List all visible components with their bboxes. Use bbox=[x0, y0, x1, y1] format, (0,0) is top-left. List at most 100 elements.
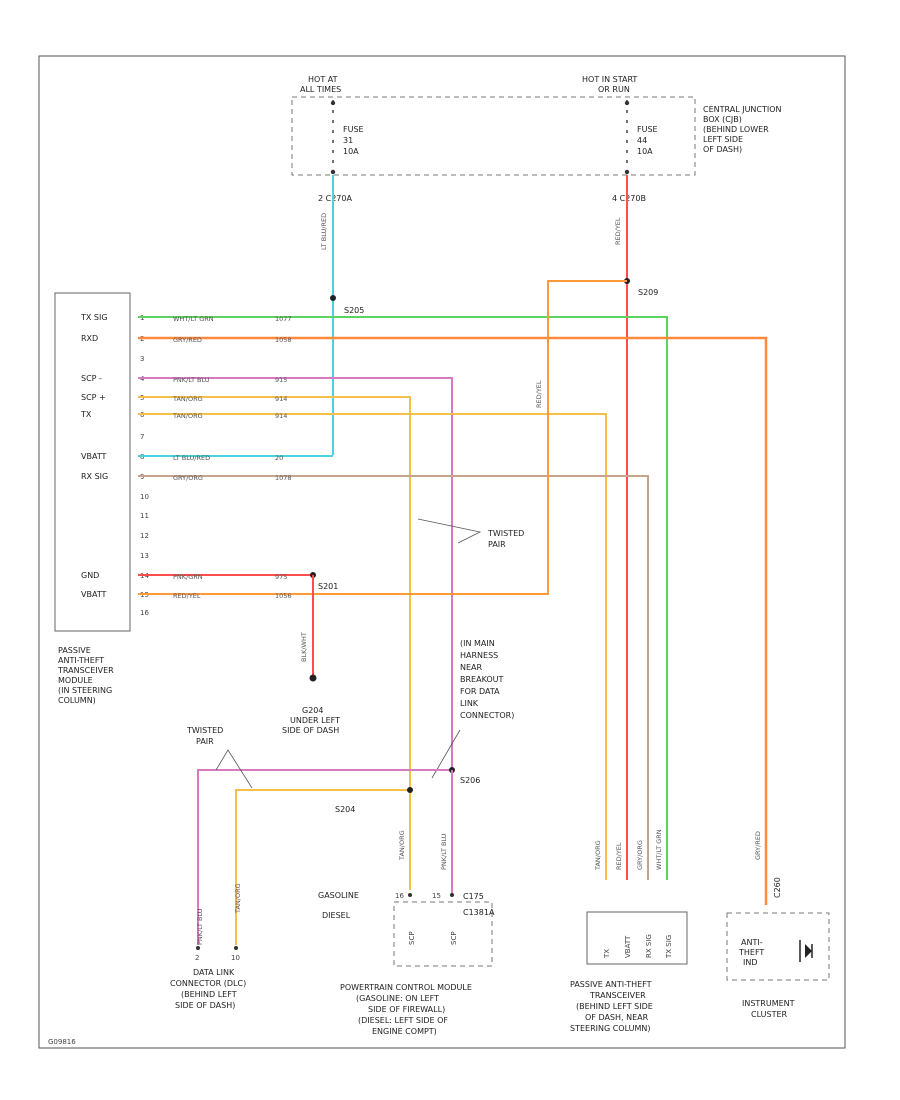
twisted-pair-pointer-mid bbox=[417, 518, 482, 544]
left-fuse-rating: 10A bbox=[343, 147, 359, 156]
wire-tan-to-dlc bbox=[235, 789, 410, 945]
pats-caption-5: STEERING COLUMN) bbox=[570, 1024, 651, 1033]
lower-label-orange-ic: GRY/RED bbox=[754, 831, 762, 860]
connector-c270b: 4 C270B bbox=[612, 194, 646, 203]
pats-pin-vbatt: VBATT bbox=[624, 935, 632, 958]
connector-c260: C260 bbox=[773, 877, 782, 898]
lower-label-green-pats: WHT/LT GRN bbox=[655, 829, 663, 870]
pats-pin-tx-sig: TX SIG bbox=[665, 935, 673, 959]
wire-pin1-circuit: 1077 bbox=[275, 315, 292, 323]
anti-theft-label-1: ANTI- bbox=[741, 938, 763, 947]
pats-caption-3: (BEHIND LEFT SIDE bbox=[576, 1002, 653, 1011]
module-pin-label-1: TX SIG bbox=[80, 313, 108, 322]
pcm-caption-1: POWERTRAIN CONTROL MODULE bbox=[340, 983, 472, 992]
wire-pin5-tan bbox=[138, 396, 411, 890]
left-fuse-header-1: HOT AT bbox=[308, 75, 338, 84]
lower-label-pink-pcm: PNK/LT BLU bbox=[440, 833, 448, 870]
breakout-label-7: CONNECTOR) bbox=[460, 711, 514, 720]
module-pin-label-9: RX SIG bbox=[81, 472, 108, 481]
wire-pin4-color: PNK/LT BLU bbox=[173, 376, 210, 384]
ground-g204-label-2: UNDER LEFT bbox=[290, 716, 340, 725]
wire-pin1-green bbox=[138, 316, 668, 880]
pcm-pin-scp-2: SCP bbox=[450, 931, 458, 945]
anti-theft-label-3: IND bbox=[743, 958, 758, 967]
splice-s209-label: S209 bbox=[638, 288, 658, 297]
wire-pin5-circuit: 914 bbox=[275, 395, 287, 403]
pats-module-box bbox=[54, 292, 131, 632]
splice-s204 bbox=[407, 787, 413, 793]
connector-c175: C175 bbox=[463, 892, 484, 901]
wire-pin6-circuit: 914 bbox=[275, 412, 287, 420]
splice-s204-label: S204 bbox=[335, 805, 355, 814]
pcm-caption-4: (DIESEL: LEFT SIDE OF bbox=[358, 1016, 448, 1025]
wire-pin14-circuit: 975 bbox=[275, 573, 287, 581]
lower-label-red-pats: RED/YEL bbox=[615, 842, 623, 870]
lower-label-tan-left: TAN/ORG bbox=[234, 883, 242, 914]
ground-g204-label-1: G204 bbox=[302, 706, 323, 715]
module-pin-label-5: SCP + bbox=[81, 393, 106, 402]
ic-caption-1: INSTRUMENT bbox=[742, 999, 795, 1008]
twisted-pair-left-1: TWISTED bbox=[186, 726, 223, 735]
wire-pin8-circuit: 20 bbox=[275, 454, 283, 462]
module-pin-label-14: GND bbox=[81, 571, 99, 580]
gasoline-label: GASOLINE bbox=[318, 891, 359, 900]
module-pin-number-3: 3 bbox=[140, 355, 144, 363]
breakout-label-2: HARNESS bbox=[460, 651, 498, 660]
led-icon bbox=[799, 940, 813, 962]
ground-wire-label: BLK/WHT bbox=[300, 632, 308, 662]
module-pin-label-4: SCP - bbox=[81, 374, 102, 383]
ground-g204 bbox=[309, 674, 317, 682]
module-pin-number-12: 12 bbox=[140, 532, 149, 540]
module-caption-6: COLUMN) bbox=[58, 696, 96, 705]
wire-pin4-circuit: 915 bbox=[275, 376, 287, 384]
pats-transceiver-pins: TX SIG VBATT RX SIG TX bbox=[603, 934, 673, 959]
left-fuse-number: 31 bbox=[343, 136, 353, 145]
module-pin-number-7: 7 bbox=[140, 433, 144, 441]
dlc-pin-2: 2 bbox=[195, 954, 199, 962]
data-link-connector: 2 10 bbox=[195, 946, 240, 962]
module-caption-1: PASSIVE bbox=[58, 646, 91, 655]
dlc-caption-4: SIDE OF DASH) bbox=[175, 1001, 235, 1010]
right-fuse-number: 44 bbox=[637, 136, 647, 145]
wire-pin15-circuit: 1056 bbox=[275, 592, 292, 600]
connector-c270a: 2 C270A bbox=[318, 194, 352, 203]
lower-label-gray-pats: GRY/ORG bbox=[636, 840, 644, 870]
pcm-caption-5: ENGINE COMPT) bbox=[372, 1027, 437, 1036]
module-pin-number-11: 11 bbox=[140, 512, 149, 520]
pcm-pin-16: 16 bbox=[395, 892, 404, 900]
cjb-label-4: LEFT SIDE bbox=[703, 135, 743, 144]
lower-label-tan-pats: TAN/ORG bbox=[594, 840, 602, 871]
module-pin-label-15: VBATT bbox=[81, 590, 107, 599]
lower-label-tan-pcm: TAN/ORG bbox=[398, 830, 406, 861]
module-caption-3: TRANSCEIVER bbox=[57, 666, 114, 675]
splice-s205 bbox=[330, 295, 336, 301]
diagram-frame bbox=[38, 55, 846, 1049]
left-fuse-header-2: ALL TIMES bbox=[300, 85, 341, 94]
wire-pin2-color: GRY/RED bbox=[173, 336, 202, 344]
pcm-pin-15-dot bbox=[450, 893, 454, 897]
central-junction-box bbox=[291, 96, 696, 176]
pcm-box bbox=[393, 901, 493, 967]
wire-pin15-riser-label: RED/YEL bbox=[535, 380, 543, 408]
wire-pin4-pink bbox=[138, 377, 453, 770]
module-caption-2: ANTI-THEFT bbox=[58, 656, 104, 665]
breakout-label-6: LINK bbox=[460, 699, 479, 708]
cjb-label-3: (BEHIND LOWER bbox=[703, 125, 769, 134]
twisted-pair-mid-2: PAIR bbox=[488, 540, 506, 549]
pcm-caption-3: SIDE OF FIREWALL) bbox=[368, 1005, 445, 1014]
module-pin-label-6: TX bbox=[80, 410, 92, 419]
wire-pin9-color: GRY/ORG bbox=[173, 474, 203, 482]
cjb-label-5: OF DASH) bbox=[703, 145, 742, 154]
left-fuse-label: FUSE bbox=[343, 125, 364, 134]
pcm-pin-16-dot bbox=[408, 893, 412, 897]
wire-pin14-color: PNK/GRN bbox=[173, 573, 203, 581]
wire-pin15-color: RED/YEL bbox=[173, 592, 201, 600]
dlc-caption-3: (BEHIND LEFT bbox=[181, 990, 237, 999]
module-pin-number-16: 16 bbox=[140, 609, 149, 617]
pats-transceiver-box bbox=[586, 911, 688, 965]
breakout-label-1: (IN MAIN bbox=[460, 639, 495, 648]
dlc-pin-10: 10 bbox=[231, 954, 240, 962]
pats-pin-tx: TX bbox=[603, 949, 611, 959]
